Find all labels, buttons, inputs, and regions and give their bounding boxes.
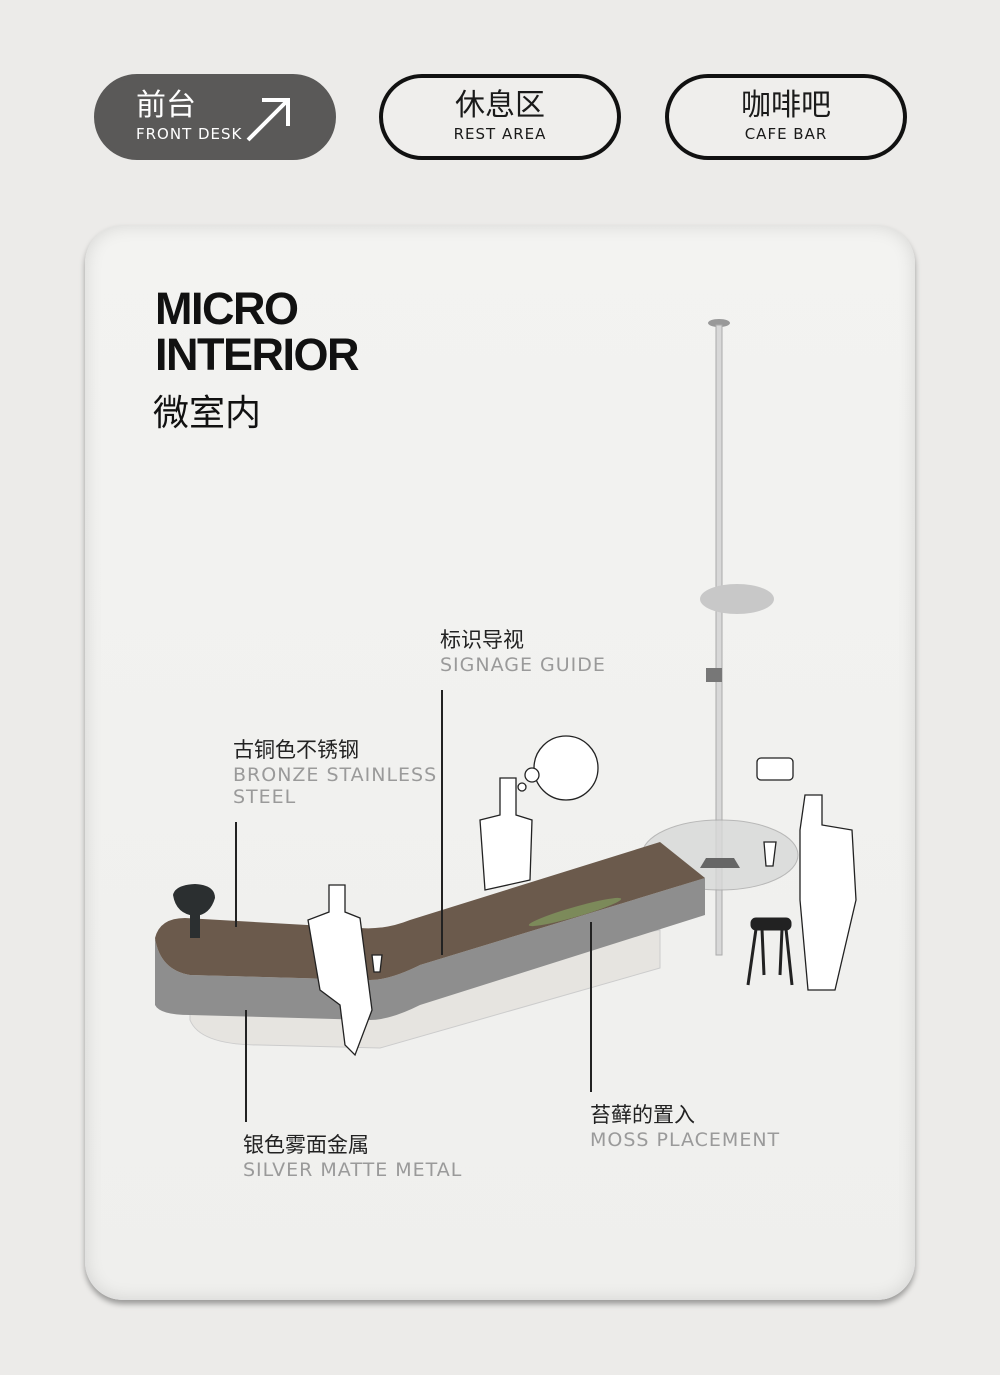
label-zh: 标识导视: [440, 628, 524, 652]
label-en: SILVER MATTE METAL: [243, 1159, 463, 1181]
label-silver-matte-metal: 银色雾面金属 SILVER MATTE METAL: [243, 1131, 462, 1181]
label-zh: 古铜色不锈钢: [233, 738, 359, 762]
nav-label-zh: 前台: [136, 88, 196, 123]
label-en: BRONZE STAINLESS: [233, 764, 438, 786]
label-en: MOSS PLACEMENT: [590, 1129, 781, 1151]
pole: [700, 319, 774, 956]
label-en: STEEL: [233, 786, 297, 808]
label-bronze-stainless-steel: 古铜色不锈钢 BRONZE STAINLESS STEEL: [233, 736, 437, 808]
nav-rest-area[interactable]: 休息区 REST AREA: [379, 74, 621, 160]
leader-line: [235, 822, 237, 927]
nav-cafe-bar[interactable]: 咖啡吧 CAFE BAR: [665, 74, 907, 160]
page-title: MICRO INTERIOR: [155, 283, 360, 380]
nav-label-zh: 休息区: [455, 88, 545, 123]
label-en: SIGNAGE GUIDE: [440, 654, 606, 676]
bar-stool: [746, 917, 794, 986]
title-line-1: MICRO: [155, 283, 299, 334]
label-zh: 银色雾面金属: [243, 1133, 369, 1157]
leader-line: [590, 922, 592, 1092]
leader-line: [441, 690, 443, 955]
title-line-2: INTERIOR: [155, 329, 360, 380]
person-sketches: [307, 735, 857, 1057]
nav-label-en: CAFE BAR: [744, 125, 828, 143]
counter: [155, 842, 705, 1049]
label-signage-guide: 标识导视 SIGNAGE GUIDE: [440, 626, 606, 676]
nav-front-desk[interactable]: 前台 FRONT DESK: [94, 74, 336, 160]
leader-line: [245, 1010, 247, 1122]
arrow-up-right-icon: [246, 98, 290, 142]
label-zh: 苔藓的置入: [590, 1103, 695, 1127]
nav-label-en: FRONT DESK: [136, 125, 243, 143]
nav-label-zh: 咖啡吧: [741, 88, 831, 123]
nav-label-en: REST AREA: [453, 125, 547, 143]
title-zh: 微室内: [153, 393, 262, 434]
stool-black: [173, 884, 215, 938]
label-moss-placement: 苔藓的置入 MOSS PLACEMENT: [590, 1101, 780, 1151]
